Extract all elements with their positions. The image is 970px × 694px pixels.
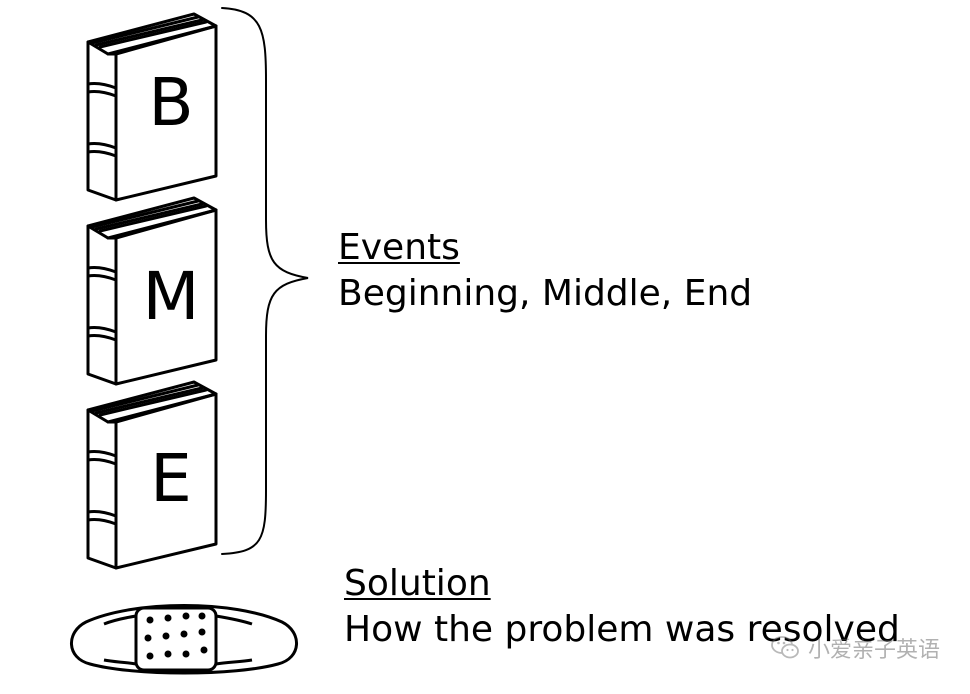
watermark-text: 小爱亲子英语: [807, 638, 940, 663]
watermark: 小爱亲子英语: [770, 632, 940, 664]
book-icon: [86, 196, 218, 386]
wechat-icon: [771, 636, 799, 659]
book-end: E: [76, 372, 226, 572]
events-description: Beginning, Middle, End: [338, 273, 753, 314]
bandage-icon: [70, 604, 298, 675]
book-letter-b: B: [148, 64, 194, 141]
book-icon: [86, 12, 218, 202]
solution-description: How the problem was resolved: [344, 609, 900, 650]
book-letter-m: M: [142, 258, 200, 335]
events-label: Events Beginning, Middle, End: [338, 226, 752, 318]
solution-label: Solution How the problem was resolved: [344, 562, 900, 654]
solution-heading: Solution: [344, 563, 491, 604]
curly-brace: [221, 7, 309, 555]
book-middle: M: [76, 188, 226, 388]
book-letter-e: E: [150, 440, 192, 517]
book-icon: [86, 380, 218, 570]
events-heading: Events: [338, 227, 460, 268]
book-beginning: B: [76, 4, 226, 204]
